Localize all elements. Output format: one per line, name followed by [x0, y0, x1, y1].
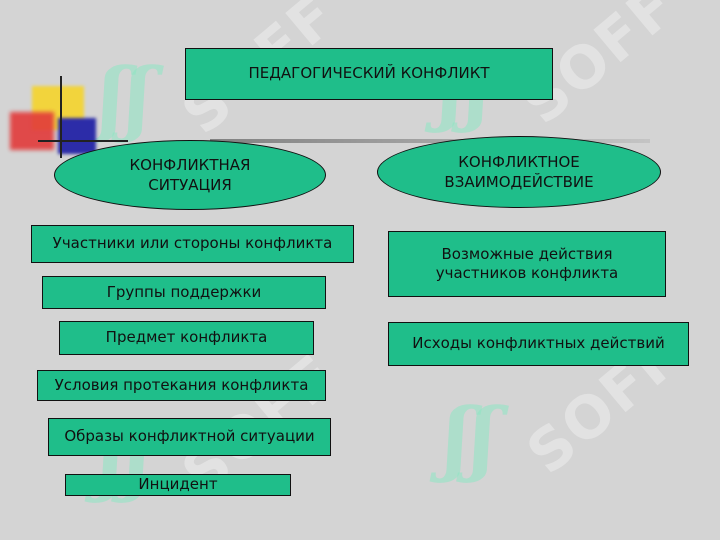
left-item-incident: Инцидент	[65, 474, 291, 496]
left-item-support-groups: Группы поддержки	[42, 276, 326, 309]
branch-conflict-interaction: КОНФЛИКТНОЕ ВЗАИМОДЕЙСТВИЕ	[377, 136, 661, 208]
branch-label: КОНФЛИКТНОЕ ВЗАИМОДЕЙСТВИЕ	[444, 152, 594, 191]
logo-blue-square	[58, 118, 96, 154]
right-item-label: Возможные действия участников конфликта	[435, 244, 619, 283]
branch-conflict-situation: КОНФЛИКТНАЯ СИТУАЦИЯ	[54, 140, 326, 210]
right-item-outcomes: Исходы конфликтных действий	[388, 322, 689, 366]
logo-red-square	[10, 112, 54, 150]
left-item-images: Образы конфликтной ситуации	[48, 418, 331, 456]
diagram-title: ПЕДАГОГИЧЕСКИЙ КОНФЛИКТ	[185, 48, 553, 100]
left-item-conditions: Условия протекания конфликта	[37, 370, 326, 401]
header-rule	[210, 139, 650, 143]
logo-vertical-line	[60, 76, 62, 158]
left-item-subject: Предмет конфликта	[59, 321, 314, 355]
right-item-possible-actions: Возможные действия участников конфликта	[388, 231, 666, 297]
left-item-participants: Участники или стороны конфликта	[31, 225, 354, 263]
logo-horizontal-line	[38, 140, 128, 142]
branch-label: КОНФЛИКТНАЯ СИТУАЦИЯ	[129, 155, 251, 194]
